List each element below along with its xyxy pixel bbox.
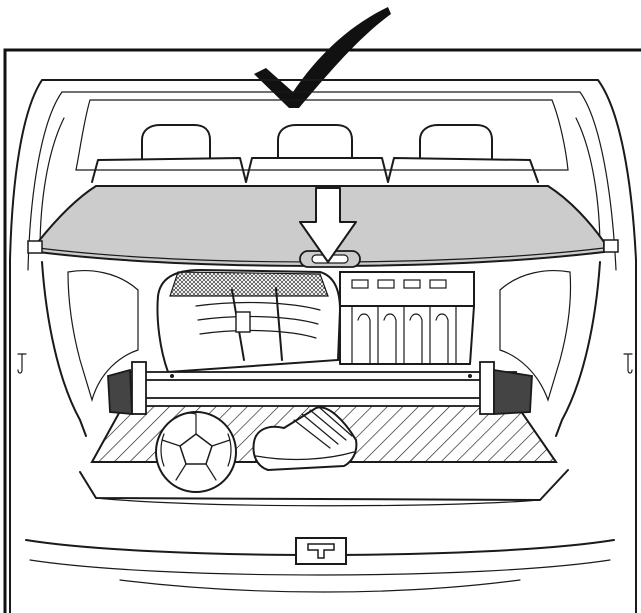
cover-mount-left [27, 240, 43, 254]
illustration-frame [3, 48, 641, 613]
side-panel-left [67, 269, 139, 403]
hook-left-icon [17, 353, 27, 374]
cargo-divider-bar [107, 361, 533, 415]
sports-bag [156, 268, 342, 374]
head-restraints [141, 124, 493, 159]
tailgate-latch [295, 537, 347, 565]
down-arrow-icon [299, 187, 357, 263]
side-panel-right [499, 269, 572, 402]
cover-mount-right [603, 239, 619, 253]
football [155, 411, 237, 493]
tailgate-opening-outline [9, 79, 637, 613]
sneaker [252, 406, 358, 472]
checkmark-icon [254, 7, 391, 108]
rear-window [75, 99, 569, 171]
hook-right-icon [623, 353, 633, 374]
bottle-crate [339, 271, 475, 365]
rear-seatback [91, 157, 539, 183]
